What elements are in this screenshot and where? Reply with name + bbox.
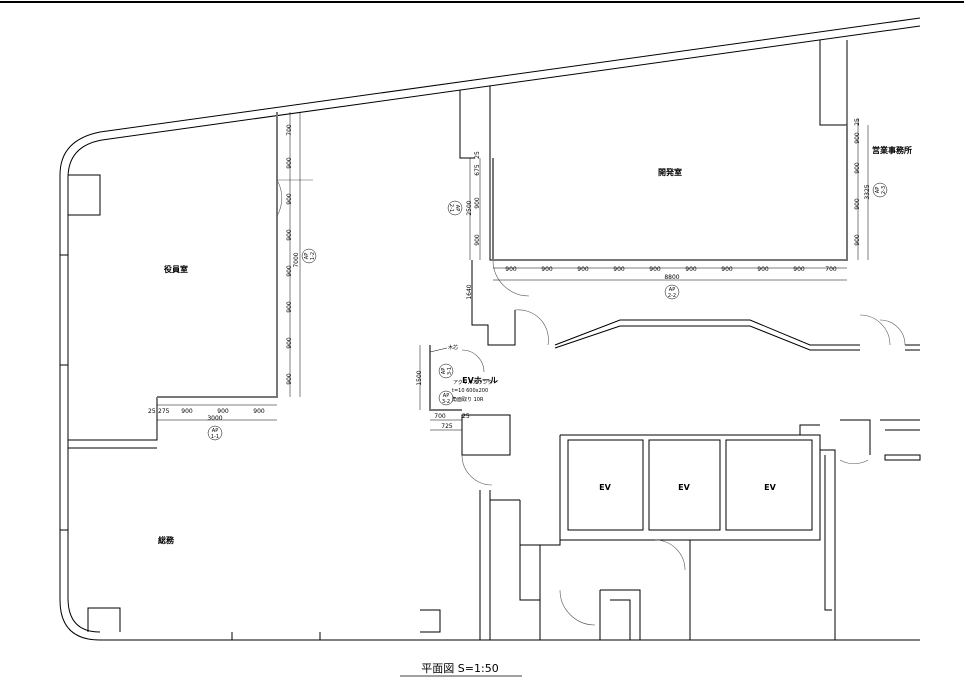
dim-label: 900 — [217, 408, 229, 415]
dim-label: 900 — [854, 132, 861, 144]
room-ev-hall: EVホール — [462, 376, 498, 385]
dim-label: 1500 — [416, 370, 423, 385]
note-wood-core: 木芯 — [448, 344, 458, 351]
dim-label: 675 — [474, 164, 481, 176]
marker-top: AP — [875, 187, 881, 193]
counter-notes: 木芯 アクリルカウンター t=10 600x200 角面取り 10R — [429, 344, 498, 403]
dim-total: 725 — [441, 423, 453, 430]
glass-partitions — [157, 112, 848, 411]
marker-top: AP — [669, 287, 675, 293]
room-general-affairs: 総務 — [158, 535, 175, 545]
section-marker: AP2-2 — [664, 284, 680, 300]
dim-total: 3000 — [207, 415, 222, 422]
dim-label: 1640 — [466, 284, 473, 299]
counter-dimensions: 1500 700 25 725 — [416, 370, 470, 430]
section-marker: AP2-1 — [447, 200, 463, 216]
dim-label: 900 — [181, 408, 193, 415]
dim-label: 900 — [854, 234, 861, 246]
dim-label: 900 — [253, 408, 265, 415]
dim-label: 900 — [286, 337, 293, 349]
doors — [276, 179, 906, 626]
dim-label: 900 — [286, 373, 293, 385]
dim-label: 25 — [148, 408, 156, 415]
dim-label: 900 — [474, 197, 481, 209]
note-counter-spec: t=10 600x200 — [452, 388, 488, 394]
marker-ref: 2-2 — [668, 293, 676, 299]
dim-label: 900 — [286, 301, 293, 313]
dimension-lines — [157, 112, 869, 431]
dim-label: 900 — [854, 198, 861, 210]
dim-label: 900 — [577, 266, 589, 273]
dim-label: 900 — [286, 157, 293, 169]
marker-ref: 1-2 — [310, 252, 316, 260]
marker-top: AP — [304, 253, 310, 259]
marker-top: AP — [441, 368, 447, 374]
development-dimensions: 25 675 900 900 2500 1640 900 900 900 900… — [466, 118, 871, 300]
marker-top: AP — [212, 428, 218, 434]
marker-ref: 2-3 — [881, 186, 887, 194]
dim-label: 900 — [286, 193, 293, 205]
dim-label: 900 — [854, 162, 861, 174]
marker-ref: 3-1 — [447, 367, 453, 375]
drawing-title: 平面図 S=1:50 — [421, 662, 498, 675]
room-development: 開発室 — [658, 167, 682, 177]
marker-top: AP — [454, 205, 460, 211]
dim-label: 900 — [286, 229, 293, 241]
dim-total: 2500 — [466, 200, 473, 215]
dim-label: 700 — [434, 413, 446, 420]
room-ev-2: EV — [678, 483, 690, 492]
section-marker: AP3-2 — [438, 390, 454, 406]
room-ev-1: EV — [599, 483, 611, 492]
dim-label: 900 — [541, 266, 553, 273]
note-counter: アクリルカウンター — [453, 379, 498, 386]
dim-label: 700 — [286, 124, 293, 136]
dim-total: 8800 — [664, 274, 679, 281]
dim-label: 700 — [825, 266, 837, 273]
room-labels: 役員室 開発室 営業事務所 EVホール EV EV EV 総務 — [158, 145, 912, 545]
dim-label: 900 — [474, 234, 481, 246]
marker-ref: 3-2 — [442, 399, 450, 405]
dim-total: 7000 — [293, 252, 300, 267]
dim-label: 900 — [721, 266, 733, 273]
section-marker: AP1-1 — [207, 425, 223, 441]
dim-total: 3325 — [864, 184, 871, 199]
dim-label: 900 — [649, 266, 661, 273]
dim-label: 900 — [757, 266, 769, 273]
outer-walls — [59, 17, 921, 641]
room-ev-3: EV — [764, 483, 776, 492]
room-sales: 営業事務所 — [872, 145, 912, 155]
dim-label: 900 — [505, 266, 517, 273]
dim-label: 900 — [613, 266, 625, 273]
interior-walls — [68, 40, 921, 640]
dim-label: 900 — [793, 266, 805, 273]
dim-label: 25 — [474, 151, 481, 159]
dim-label: 900 — [286, 265, 293, 277]
dim-label: 25 — [854, 118, 861, 126]
marker-ref: 1-1 — [211, 434, 219, 440]
marker-top: AP — [443, 393, 449, 399]
dim-label: 25 — [462, 413, 470, 420]
marker-ref: 2-1 — [448, 204, 454, 212]
note-counter-edge: 角面取り 10R — [452, 396, 484, 403]
dim-label: 275 — [158, 408, 170, 415]
room-officers: 役員室 — [163, 264, 188, 274]
officers-dimensions: 700 900 900 900 900 900 900 900 7000 25 … — [148, 124, 300, 422]
dim-label: 900 — [685, 266, 697, 273]
